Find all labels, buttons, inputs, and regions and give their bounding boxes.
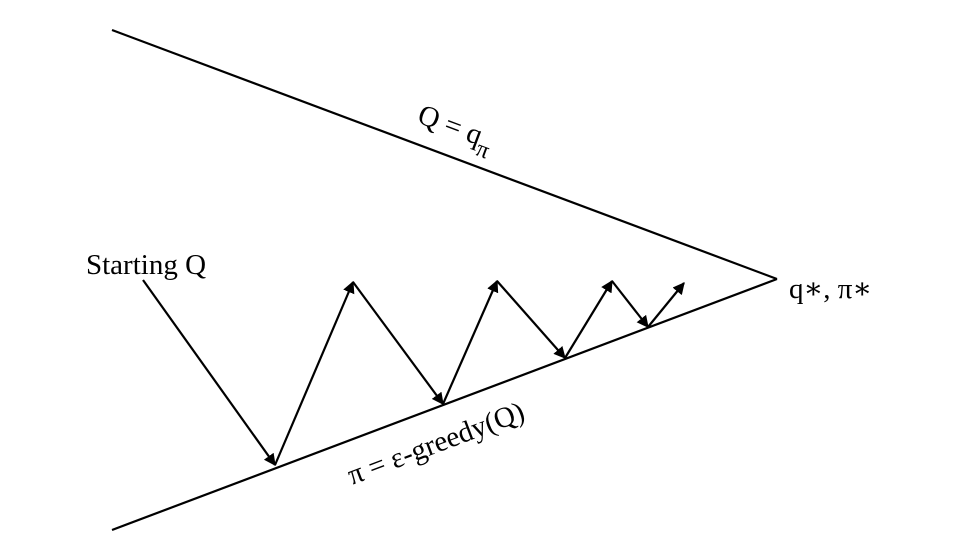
lower-line — [111, 277, 778, 532]
start-label: Starting Q — [86, 249, 206, 281]
upper-line — [111, 28, 778, 281]
arrow-down-1 — [352, 281, 444, 405]
arrow-up-1 — [273, 280, 355, 466]
convergence-label: q∗, π∗ — [789, 273, 872, 305]
arrow-up-4 — [647, 282, 685, 328]
zigzag-arrows — [142, 279, 685, 466]
arrow-start — [142, 279, 276, 466]
lower-line-label: π = ε-greedy(Q) — [343, 396, 529, 492]
arrow-up-3 — [564, 279, 613, 359]
arrow-down-2 — [496, 280, 566, 359]
upper-line-label-main: Q = q — [414, 99, 487, 152]
arrow-up-2 — [441, 279, 499, 405]
upper-line-label: Q = qπ — [410, 99, 498, 165]
arrow-down-3 — [611, 280, 649, 328]
